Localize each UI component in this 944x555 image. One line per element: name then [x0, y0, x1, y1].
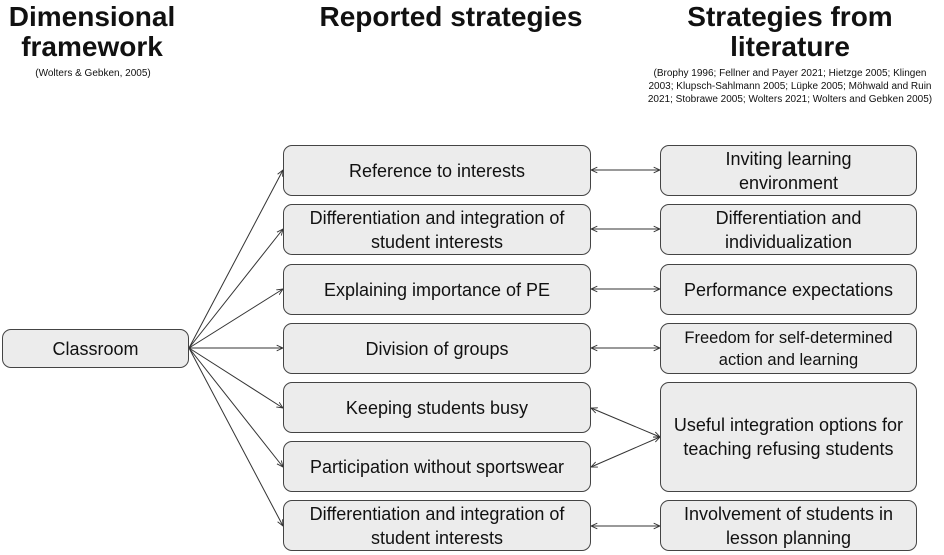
arrow-root-to-reported-3 [188, 289, 283, 349]
arrow-root-to-reported-6 [188, 347, 283, 467]
framework-citation: (Wolters & Gebken, 2005) [35, 68, 151, 79]
arrow-root-to-reported-2 [188, 229, 283, 349]
reported-box-5: Keeping students busy [283, 382, 591, 433]
literature-box-1: Inviting learning environment [660, 145, 917, 196]
framework-header: Dimensional framework [2, 2, 182, 62]
literature-box-4: Freedom for self-determined action and l… [660, 323, 917, 374]
literature-header: Strategies from literature [660, 2, 920, 62]
reported-box-6: Participation without sportswear [283, 441, 591, 492]
reported-box-7: Differentiation and integration of stude… [283, 500, 591, 551]
literature-box-3: Performance expectations [660, 264, 917, 315]
reported-box-4: Division of groups [283, 323, 591, 374]
literature-citation: (Brophy 1996; Fellner and Payer 2021; Hi… [647, 68, 933, 105]
literature-box-2: Differentiation and individualization [660, 204, 917, 255]
reported-box-3: Explaining importance of PE [283, 264, 591, 315]
reported-box-1: Reference to interests [283, 145, 591, 196]
classroom-box: Classroom [2, 329, 189, 368]
arrow-root-to-reported-1 [188, 170, 283, 349]
framework-title: Dimensional framework [8, 1, 176, 62]
literature-box-5: Useful integration options for teaching … [660, 382, 917, 492]
literature-box-6: Involvement of students in lesson planni… [660, 500, 917, 551]
reported-box-2: Differentiation and integration of stude… [283, 204, 591, 255]
literature-title: Strategies from literature [687, 1, 893, 62]
arrow-root-to-reported-7 [188, 347, 283, 526]
reported-header: Reported strategies [319, 1, 583, 32]
arrow-root-to-reported-5 [188, 347, 283, 408]
link-busy-integration [591, 408, 660, 437]
link-sportswear-integration [591, 437, 660, 467]
